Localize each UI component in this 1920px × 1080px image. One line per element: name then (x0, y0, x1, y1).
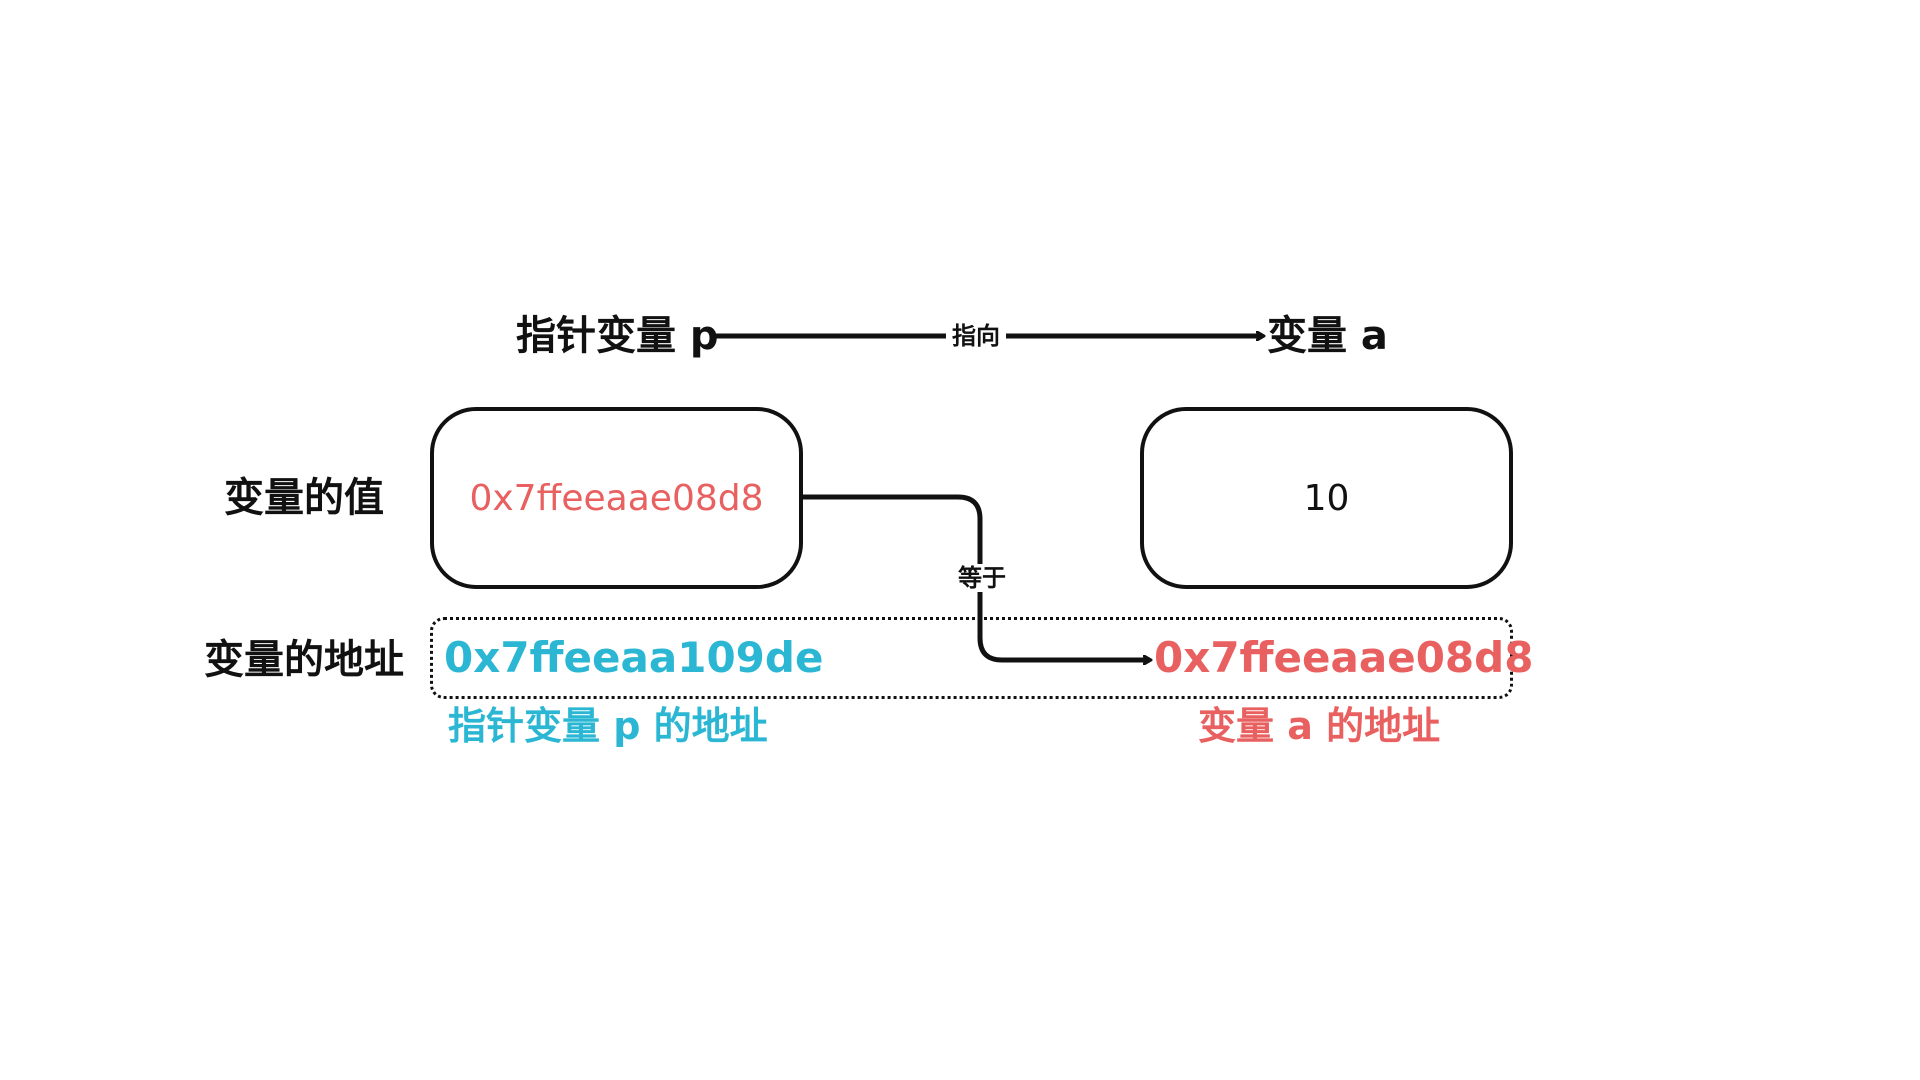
row-label-address: 变量的地址 (204, 637, 404, 683)
points-to-label: 指向 (946, 322, 1006, 350)
target-value: 10 (1303, 477, 1350, 519)
target-address-caption: 变量 a 的地址 (1198, 704, 1441, 748)
target-value-box: 10 (1140, 407, 1513, 589)
target-variable-heading: 变量 a (1267, 313, 1388, 359)
pointer-address: 0x7ffeeaa109de (444, 633, 824, 682)
row-label-value: 变量的值 (224, 475, 384, 521)
pointer-value: 0x7ffeeaae08d8 (469, 477, 764, 519)
address-row-frame (430, 617, 1513, 699)
pointer-address-caption: 指针变量 p 的地址 (448, 704, 768, 748)
equals-label: 等于 (952, 564, 1012, 592)
pointer-variable-heading: 指针变量 p (516, 313, 719, 359)
pointer-value-box: 0x7ffeeaae08d8 (430, 407, 803, 589)
target-address: 0x7ffeeaae08d8 (1154, 633, 1534, 682)
